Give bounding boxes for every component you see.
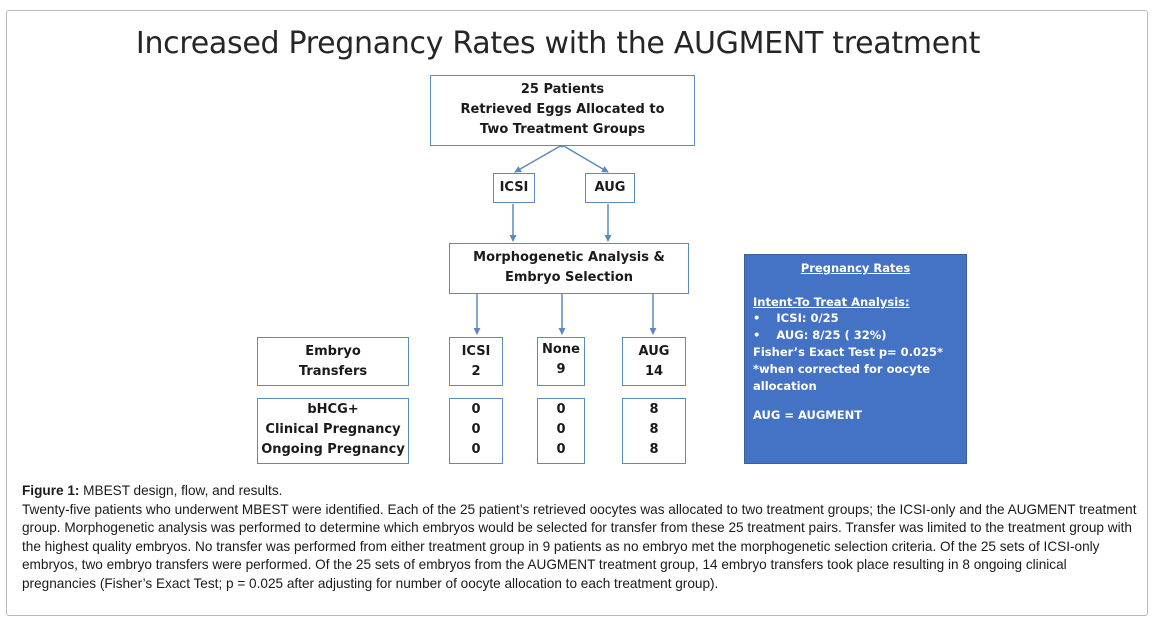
embryo-transfers-line-1: Embryo <box>305 344 361 359</box>
aug-transfers-value: 14 <box>644 364 664 379</box>
panel-note-line-1: *when corrected for oocyte <box>753 362 931 376</box>
figure-frame <box>6 10 1148 616</box>
panel-bullet-aug: • AUG: 8/25 ( 32%) <box>753 328 887 342</box>
patients-box-line-3: Two Treatment Groups <box>479 122 646 137</box>
icsi-transfers-name: ICSI <box>461 344 491 359</box>
aug-group-label: AUG <box>594 180 626 195</box>
none-transfers-name: None <box>542 342 580 357</box>
panel-bullet-icsi: • ICSI: 0/25 <box>753 311 839 325</box>
arrow-top-to-icsi <box>514 144 563 173</box>
panel-heading: Pregnancy Rates <box>800 261 911 275</box>
outcome-label-clinical: Clinical Pregnancy <box>265 422 401 437</box>
outcome-label-bhcg: bHCG+ <box>307 402 359 417</box>
caption-body: Twenty-five patients who underwent MBEST… <box>22 501 1137 591</box>
icsi-transfers-value: 2 <box>471 364 481 379</box>
aug-transfers-name: AUG <box>638 344 670 359</box>
analysis-box-line-1: Morphogenetic Analysis & <box>473 250 665 265</box>
icsi-outcome-ongoing: 0 <box>471 442 481 457</box>
icsi-outcomes-box: 0 0 0 <box>449 398 503 464</box>
icsi-outcome-clinical: 0 <box>471 422 481 437</box>
panel-note-line-2: allocation <box>753 379 817 393</box>
none-outcome-clinical: 0 <box>556 422 566 437</box>
panel-bullet-aug-text: AUG: 8/25 ( 32%) <box>776 328 887 342</box>
none-outcome-bhcg: 0 <box>556 402 566 417</box>
none-transfers-box: None 9 <box>537 337 585 386</box>
panel-bullet-icsi-text: ICSI: 0/25 <box>776 311 839 325</box>
panel-subheading: Intent-To Treat Analysis: <box>753 295 910 309</box>
aug-outcome-clinical: 8 <box>649 422 659 437</box>
figure-caption: Figure 1: MBEST design, flow, and result… <box>22 482 1140 594</box>
outcome-labels-box: bHCG+ Clinical Pregnancy Ongoing Pregnan… <box>257 398 409 464</box>
aug-group-box: AUG <box>585 173 635 203</box>
icsi-group-box: ICSI <box>493 173 535 203</box>
icsi-outcome-bhcg: 0 <box>471 402 481 417</box>
icsi-group-label: ICSI <box>499 180 529 195</box>
patients-box-line-2: Retrieved Eggs Allocated to <box>460 102 665 117</box>
none-outcomes-box: 0 0 0 <box>537 398 585 464</box>
outcome-label-ongoing: Ongoing Pregnancy <box>261 442 405 457</box>
none-transfers-value: 9 <box>556 362 566 377</box>
aug-outcome-bhcg: 8 <box>649 402 659 417</box>
patients-box: 25 Patients Retrieved Eggs Allocated to … <box>430 75 695 146</box>
patients-box-line-1: 25 Patients <box>520 82 605 97</box>
caption-label: Figure 1: <box>22 483 80 498</box>
aug-outcomes-box: 8 8 8 <box>622 398 686 464</box>
aug-transfers-box: AUG 14 <box>622 337 686 386</box>
pregnancy-rates-panel: Pregnancy Rates Intent-To Treat Analysis… <box>744 254 967 464</box>
analysis-box: Morphogenetic Analysis & Embryo Selectio… <box>449 243 689 294</box>
panel-abbreviation: AUG = AUGMENT <box>753 408 863 422</box>
aug-outcome-ongoing: 8 <box>649 442 659 457</box>
figure-title: Increased Pregnancy Rates with the AUGME… <box>135 26 981 61</box>
analysis-box-line-2: Embryo Selection <box>504 270 634 285</box>
arrow-top-to-aug <box>561 144 609 173</box>
embryo-transfers-label-box: Embryo Transfers <box>257 337 409 386</box>
caption-heading-line: Figure 1: MBEST design, flow, and result… <box>22 482 1140 501</box>
embryo-transfers-line-2: Transfers <box>298 364 368 379</box>
panel-fisher: Fisher’s Exact Test p= 0.025* <box>753 345 944 359</box>
icsi-transfers-box: ICSI 2 <box>449 337 503 386</box>
caption-heading: MBEST design, flow, and results. <box>79 483 283 498</box>
none-outcome-ongoing: 0 <box>556 442 566 457</box>
